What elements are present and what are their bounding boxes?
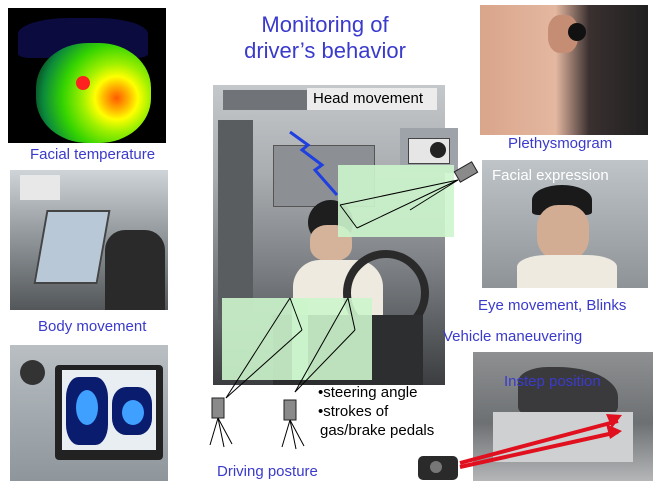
plethysmogram-photo — [480, 5, 648, 135]
bullet-steering-angle: •steering angle — [318, 384, 418, 401]
label-driving-posture: Driving posture — [217, 463, 318, 480]
posture-camera-1-frustum — [225, 297, 303, 399]
label-vehicle-maneuvering: Vehicle maneuvering — [443, 328, 583, 345]
lightning-bolt-icon — [289, 130, 339, 196]
pressure-monitor-photo — [10, 345, 168, 481]
label-eye-movement-blinks: Eye movement, Blinks — [478, 297, 627, 314]
face-camera-icon — [453, 161, 479, 183]
instep-arrows — [459, 414, 622, 469]
title-line-1: Monitoring of — [261, 12, 389, 37]
label-body-movement: Body movement — [38, 318, 147, 335]
facial-expression-photo — [482, 160, 648, 288]
bullet-gas-brake-pedals: gas/brake pedals — [320, 422, 435, 439]
posture-camera-2-icon — [281, 399, 305, 450]
posture-camera-2-frustum — [294, 297, 356, 393]
slide-title: Monitoring of driver’s behavior — [225, 12, 425, 64]
thermal-face-photo — [8, 8, 166, 143]
pedal-sensor-region — [292, 298, 372, 380]
label-plethysmogram: Plethysmogram — [508, 135, 613, 152]
label-head-movement: Head movement — [313, 90, 424, 107]
label-facial-temperature: Facial temperature — [30, 146, 156, 163]
head-movement-tag: Head movement — [307, 88, 437, 110]
label-instep-position: Instep position — [504, 373, 601, 390]
label-facial-expression: Facial expression — [492, 167, 609, 184]
face-camera-frustum — [339, 179, 459, 229]
seat-photo — [10, 170, 168, 310]
bullet-strokes-of: •strokes of — [318, 403, 389, 420]
instep-sensor-icon — [418, 456, 458, 480]
posture-camera-1-icon — [209, 397, 233, 448]
title-line-2: driver’s behavior — [244, 38, 406, 63]
